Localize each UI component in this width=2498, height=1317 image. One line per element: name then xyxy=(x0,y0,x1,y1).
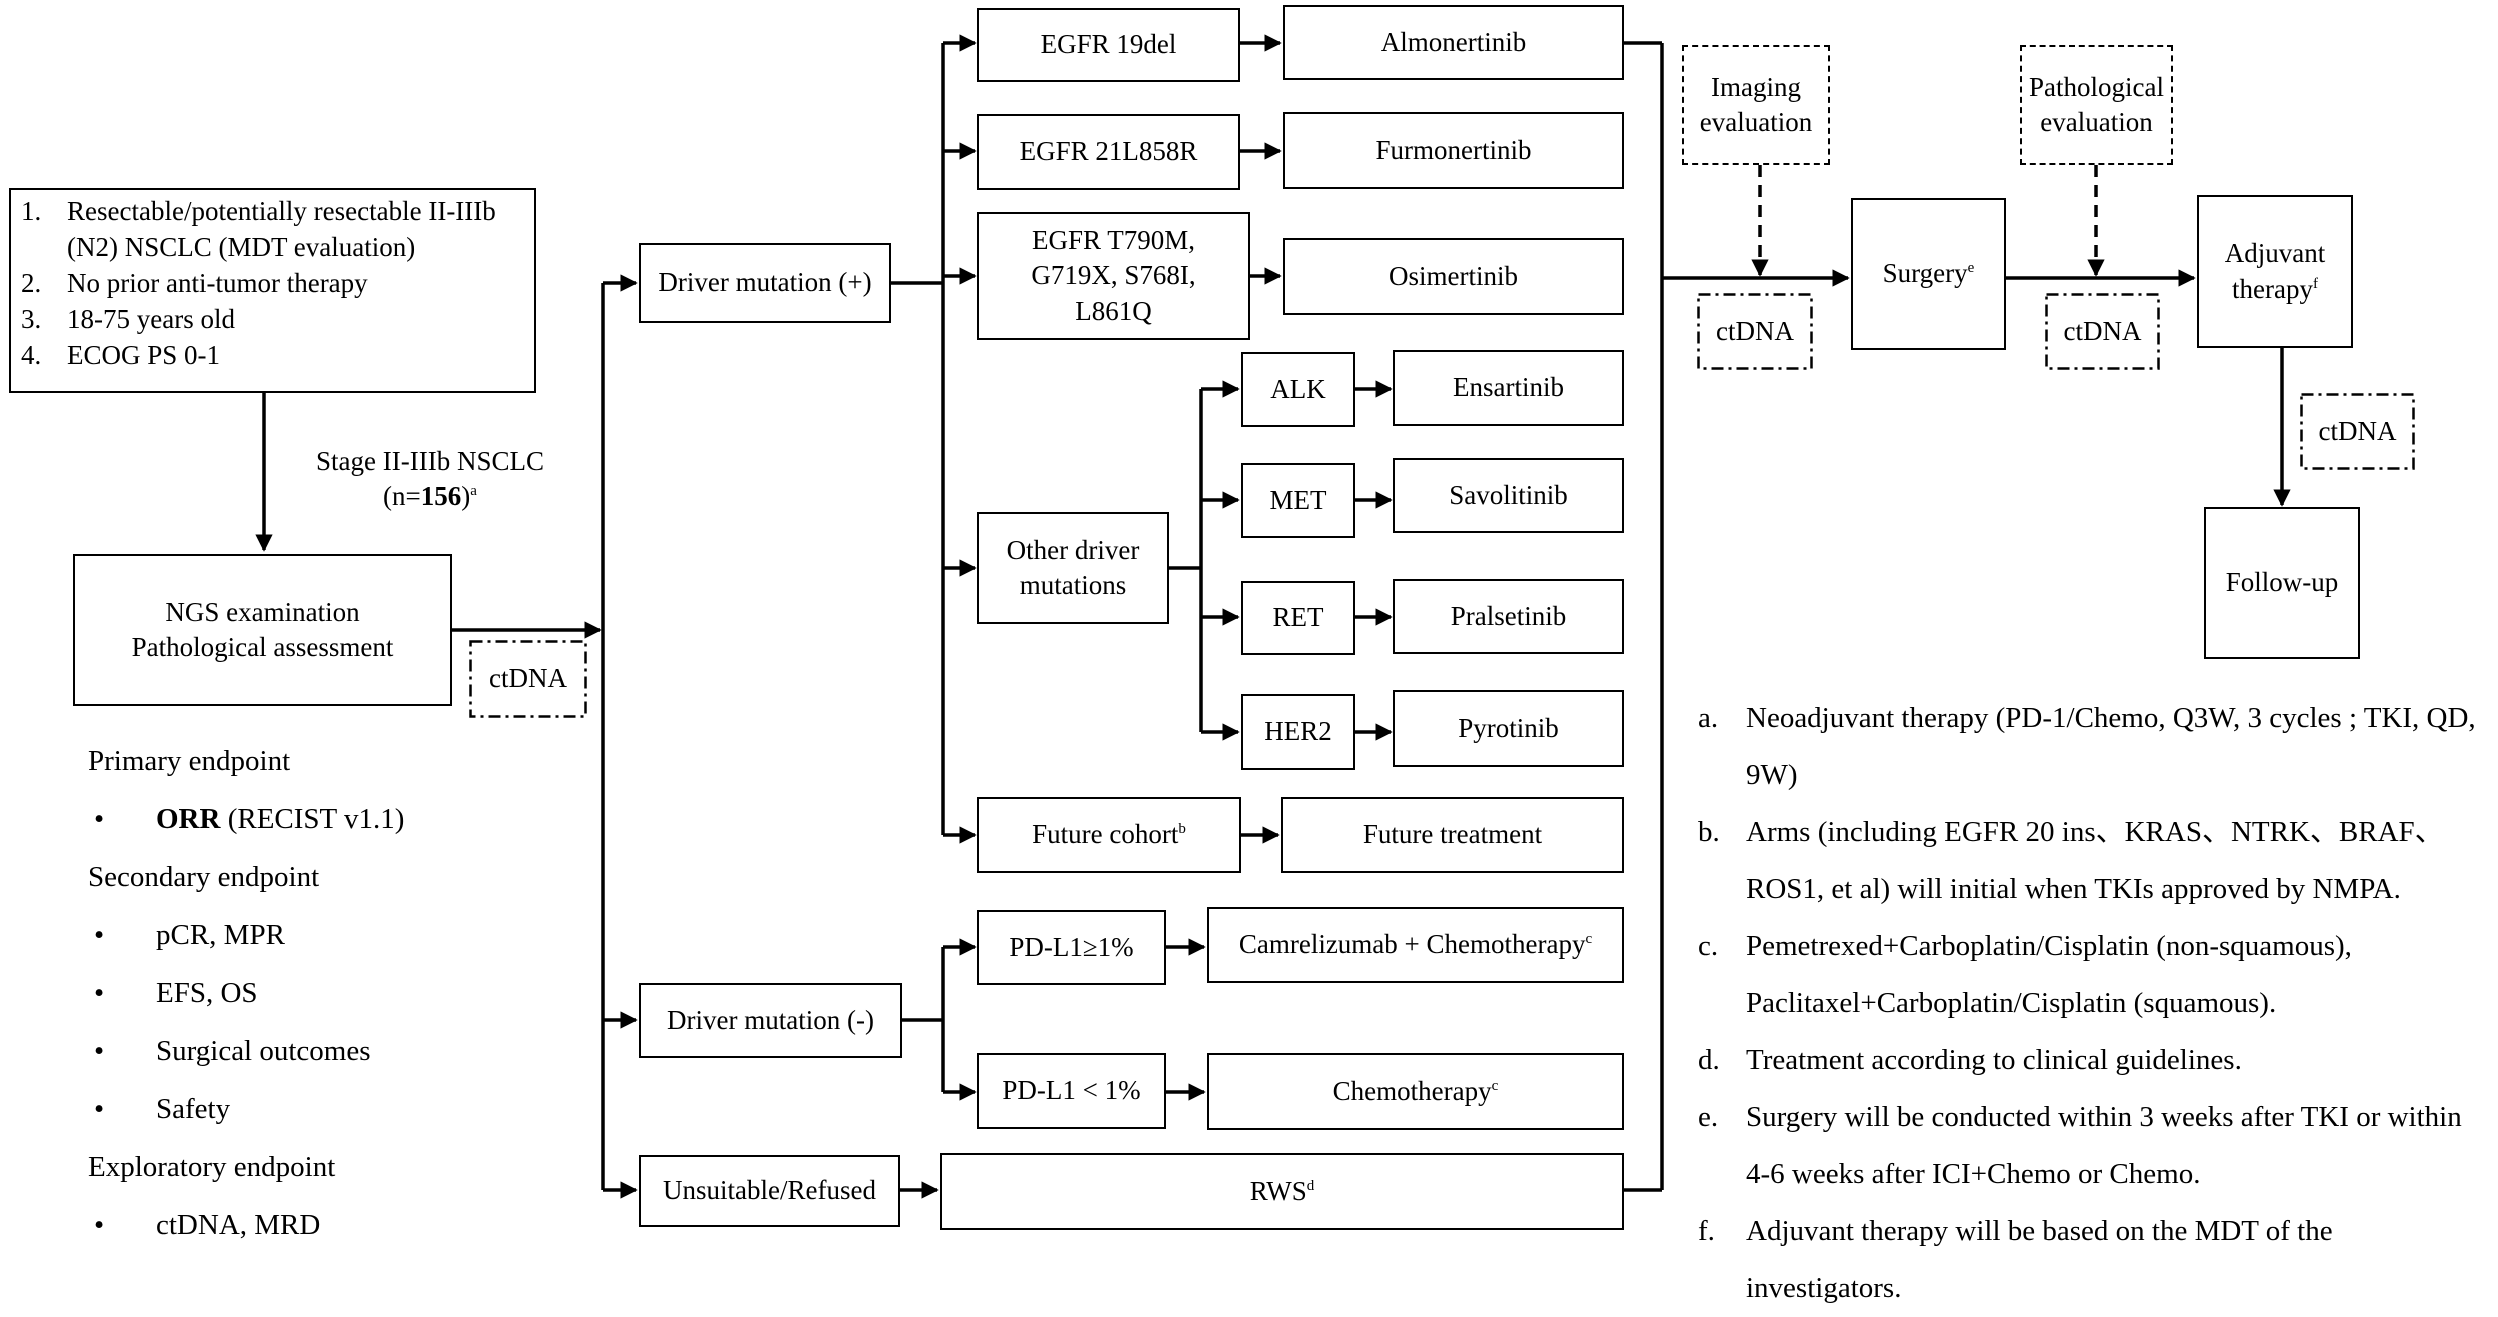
driver-mutation-negative-box: Driver mutation (-) xyxy=(639,983,902,1058)
future-treatment-box: Future treatment xyxy=(1281,797,1624,873)
enrollment-count: (n=156)a xyxy=(383,481,477,512)
pralsetinib-box: Pralsetinib xyxy=(1393,579,1624,654)
surgery-box: Surgerye xyxy=(1851,198,2006,350)
ctdna-box-imaging: ctDNA xyxy=(1697,293,1813,370)
alk-box: ALK xyxy=(1241,352,1355,427)
pyrotinib-box: Pyrotinib xyxy=(1393,690,1624,767)
pdl1-low-box: PD-L1 < 1% xyxy=(977,1053,1166,1129)
follow-up-box: Follow-up xyxy=(2204,507,2360,659)
ctdna-box-pathological: ctDNA xyxy=(2045,293,2160,370)
criterion-2: 2.No prior anti-tumor therapy xyxy=(21,267,368,298)
secondary-endpoint-item: •Safety xyxy=(94,1093,231,1125)
ctdna-box-adjuvant: ctDNA xyxy=(2300,393,2415,470)
footnote-f: f.Adjuvant therapy will be based on the … xyxy=(1698,1215,2333,1304)
camrelizumab-chemo-box: Camrelizumab + Chemotherapyc xyxy=(1207,907,1624,983)
eligibility-criteria: 1.Resectable/potentially resectable II-I… xyxy=(9,188,536,393)
met-box: MET xyxy=(1241,463,1355,538)
ctdna-box-ngs: ctDNA xyxy=(469,640,587,718)
pdl1-high-box: PD-L1≥1% xyxy=(977,910,1166,985)
footnote-e: e.Surgery will be conducted within 3 wee… xyxy=(1698,1101,2462,1190)
driver-mutation-positive-box: Driver mutation (+) xyxy=(639,243,891,323)
secondary-endpoint-item: •pCR, MPR xyxy=(94,919,285,951)
footnote-c: c.Pemetrexed+Carboplatin/Cisplatin (non-… xyxy=(1698,930,2352,1019)
secondary-endpoint-item: •Surgical outcomes xyxy=(94,1035,371,1067)
egfr-21l858r-box: EGFR 21L858R xyxy=(977,114,1240,190)
egfr-t790m-box: EGFR T790M,G719X, S768I,L861Q xyxy=(977,212,1250,340)
savolitinib-box: Savolitinib xyxy=(1393,458,1624,533)
furmonertinib-box: Furmonertinib xyxy=(1283,112,1624,189)
exploratory-endpoint-item: •ctDNA, MRD xyxy=(94,1209,321,1241)
her2-box: HER2 xyxy=(1241,694,1355,770)
footnotes: a.Neoadjuvant therapy (PD-1/Chemo, Q3W, … xyxy=(1698,690,2488,1317)
enrollment-label: Stage II-IIIb NSCLC (n=156)a xyxy=(280,444,580,514)
future-cohort-box: Future cohortb xyxy=(977,797,1241,873)
footnote-b: b.Arms (including EGFR 20 ins、KRAS、NTRK、… xyxy=(1698,816,2444,905)
almonertinib-box: Almonertinib xyxy=(1283,5,1624,80)
primary-endpoint-heading: Primary endpoint xyxy=(88,745,291,777)
endpoints-list: Primary endpoint •ORR (RECIST v1.1) Seco… xyxy=(88,736,648,1258)
exploratory-endpoint-heading: Exploratory endpoint xyxy=(88,1151,336,1183)
egfr-19del-box: EGFR 19del xyxy=(977,8,1240,82)
chemotherapy-box: Chemotherapyc xyxy=(1207,1053,1624,1130)
criterion-4: 4.ECOG PS 0-1 xyxy=(21,339,221,370)
ret-box: RET xyxy=(1241,581,1355,655)
osimertinib-box: Osimertinib xyxy=(1283,238,1624,315)
secondary-endpoint-item: •EFS, OS xyxy=(94,977,258,1009)
rws-box: RWSd xyxy=(940,1153,1624,1230)
ensartinib-box: Ensartinib xyxy=(1393,350,1624,426)
criterion-3: 3.18-75 years old xyxy=(21,303,235,334)
footnote-a: a.Neoadjuvant therapy (PD-1/Chemo, Q3W, … xyxy=(1698,702,2476,791)
footnote-d: d.Treatment according to clinical guidel… xyxy=(1698,1044,2242,1076)
criterion-1: 1.Resectable/potentially resectable II-I… xyxy=(21,196,496,262)
primary-endpoint-item: •ORR (RECIST v1.1) xyxy=(94,803,405,835)
unsuitable-refused-box: Unsuitable/Refused xyxy=(639,1155,900,1227)
secondary-endpoint-heading: Secondary endpoint xyxy=(88,861,320,893)
